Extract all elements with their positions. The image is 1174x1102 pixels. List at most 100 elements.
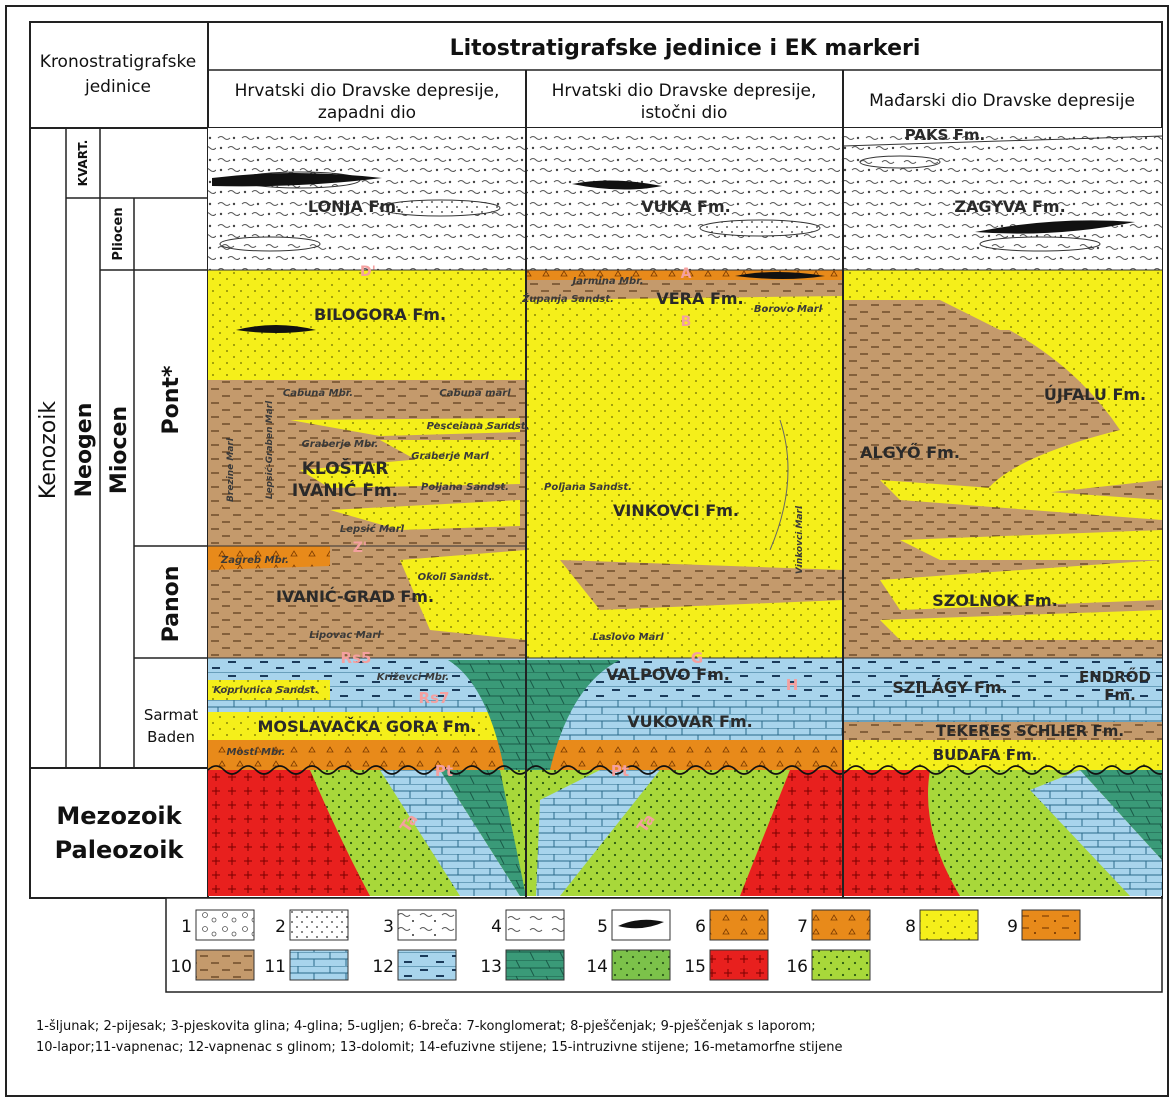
chrono-miocen: Miocen	[107, 406, 132, 494]
header-col2-line1: Hrvatski dio Dravske depresije,	[552, 81, 817, 101]
legend-swatch	[195, 909, 255, 941]
intrusive-body	[843, 770, 960, 896]
legend-swatch	[611, 949, 671, 981]
legend-number: 11	[264, 957, 286, 977]
legend-swatch	[195, 949, 255, 981]
marker-z: Z'	[353, 540, 367, 556]
legend-swatch	[289, 949, 349, 981]
fm-vera: VERA Fm.	[656, 289, 743, 308]
legend-number: 8	[905, 917, 916, 937]
mbr-cabuna: Cabuna Mbr.	[283, 388, 353, 399]
legend-swatch	[505, 909, 565, 941]
fm-moslavacka: MOSLAVAČKA GORA Fm.	[258, 717, 477, 736]
marker-h: H	[786, 676, 799, 694]
chrono-pont: Pont*	[159, 365, 184, 434]
marker-a: A	[681, 266, 692, 282]
mbr-laslovo: Laslovo Marl	[592, 632, 664, 643]
fm-vukovar: VUKOVAR Fm.	[627, 712, 752, 731]
legend-number: 12	[372, 957, 394, 977]
fm-valpovo: VALPOVO Fm.	[606, 665, 730, 684]
header-title: Litostratigrafske jedinice i EK markeri	[450, 36, 921, 61]
legend-number: 3	[383, 917, 394, 937]
legend-swatch	[709, 949, 769, 981]
coal-swatch-icon	[618, 919, 664, 929]
marker-pt-2: Pt	[611, 762, 629, 780]
fm-klostar-2: IVANIĆ Fm.	[292, 479, 398, 501]
legend-swatch	[811, 909, 871, 941]
chrono-baden: Baden	[147, 728, 195, 746]
marker-rs7: Rs7	[419, 689, 450, 707]
marker-d: D'	[360, 264, 376, 280]
mbr-pesceiana: Pesceiana Sandst.	[427, 421, 530, 432]
legend-swatch	[505, 949, 565, 981]
legend-number: 2	[275, 917, 286, 937]
legend-swatch	[397, 949, 457, 981]
fm-vuka: VUKA Fm.	[641, 197, 730, 216]
legend-number: 6	[695, 917, 706, 937]
chrono-mezozoik: Mezozoik	[56, 802, 182, 830]
legend-number: 16	[786, 957, 808, 977]
legend-number: 10	[170, 957, 192, 977]
fm-klostar-1: KLOŠTAR	[302, 457, 389, 479]
marker-b: B	[681, 314, 692, 330]
chrono-sarmat: Sarmat	[144, 706, 198, 724]
legend-swatch	[919, 909, 979, 941]
mbr-lepsic-graben: Lepsić-Graben Marl	[264, 400, 275, 499]
legend-text-line-2: 10-lapor;11-vapnenac; 12-vapnenac s glin…	[36, 1040, 842, 1055]
mbr-cabuna-marl: Cabuna marl	[439, 388, 511, 399]
mbr-brezine: Brezine Marl	[226, 437, 236, 502]
header-col2-line2: istočni dio	[641, 103, 728, 123]
mbr-zagreb: Zagreb Mbr.	[220, 555, 289, 566]
chrono-neogen: Neogen	[72, 403, 97, 498]
fm-vinkovci: VINKOVCI Fm.	[613, 501, 739, 520]
header-col1-line2: zapadni dio	[318, 103, 416, 123]
mbr-graberje: Graberje Mbr.	[302, 439, 379, 450]
fm-endrod-2: Fm.	[1104, 686, 1136, 704]
fm-budafa: BUDAFA Fm.	[933, 746, 1038, 764]
chrono-kenozoik: Kenozoik	[36, 401, 61, 499]
fm-tekeres: TEKERES SCHLIER Fm.	[936, 722, 1124, 740]
fm-ujfalu: ÚJFALU Fm.	[1044, 385, 1146, 404]
legend-number: 9	[1007, 917, 1018, 937]
mbr-vinkovci-marl: Vinkovci Marl	[795, 505, 805, 574]
intrusive-body	[740, 770, 843, 896]
chrono-panon: Panon	[159, 566, 184, 643]
mbr-zupanja: Županja Sandst.	[521, 291, 614, 305]
mbr-mosti: Mosti Mbr.	[227, 747, 286, 758]
header-left-2: jedinice	[84, 77, 151, 97]
mbr-koprivnica: Koprivnica Sandst.	[213, 685, 319, 696]
coal-lens	[572, 180, 662, 190]
mbr-lepsic: Lepsić Marl	[340, 523, 405, 535]
fm-ivanic-grad: IVANIĆ-GRAD Fm.	[276, 587, 434, 606]
marker-rs5: Rs5	[341, 649, 372, 667]
legend-number: 14	[586, 957, 608, 977]
fm-szilagy: SZILÁGY Fm.	[892, 678, 1007, 697]
marker-g: G	[691, 649, 703, 667]
legend-swatch	[811, 949, 871, 981]
legend-swatch	[1021, 909, 1081, 941]
legend-text-line-1: 1-šljunak; 2-pijesak; 3-pjeskovita glina…	[36, 1019, 816, 1034]
mbr-okoli: Okoli Sandst.	[418, 572, 493, 583]
coal-lens	[975, 220, 1135, 234]
legend-number: 13	[480, 957, 502, 977]
legend-swatch	[397, 909, 457, 941]
header-col3: Mađarski dio Dravske depresije	[869, 91, 1135, 111]
legend-number: 15	[684, 957, 706, 977]
legend-number: 7	[797, 917, 808, 937]
mbr-lipovac: Lipovac Marl	[309, 630, 381, 641]
mbr-poljana-1: Poljana Sandst.	[421, 482, 509, 493]
legend-number: 1	[181, 917, 192, 937]
mbr-graberje-marl: Graberje Marl	[411, 451, 489, 462]
fm-paks: PAKS Fm.	[905, 126, 985, 144]
mbr-krizevci: Križevci Mbr.	[377, 671, 449, 683]
legend-number: 4	[491, 917, 502, 937]
fm-lonja: LONJA Fm.	[308, 197, 402, 216]
marker-pt-1: Pt	[435, 762, 453, 780]
fm-endrod-1: ENDRŐD	[1079, 666, 1151, 686]
chrono-paleozoik: Paleozoik	[55, 836, 185, 864]
chrono-kvart: KVART.	[76, 140, 90, 187]
intrusive-body	[208, 770, 370, 896]
fm-szolnok: SZOLNOK Fm.	[932, 591, 1058, 610]
